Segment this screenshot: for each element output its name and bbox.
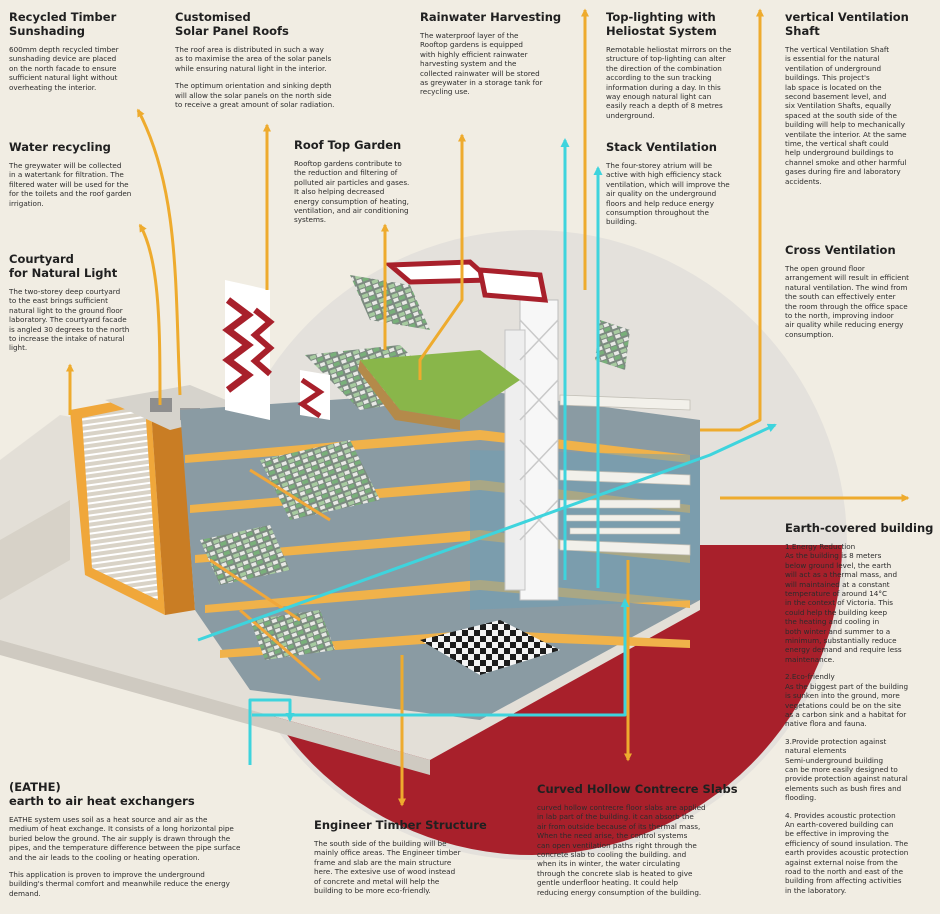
courtyard-body: The two-storey deep courtyard to the eas… bbox=[9, 287, 130, 353]
curved-slabs-block: Curved Hollow Contrecre Slabs curved hol… bbox=[537, 782, 747, 897]
solar-panel-block: Customised Solar Panel Roofs The roof ar… bbox=[175, 10, 375, 109]
water-recycling-title: Water recycling bbox=[9, 140, 111, 154]
earth-covered-p1: 1.Energy Reduction As the building is 8 … bbox=[785, 542, 902, 664]
roof-garden-title: Roof Top Garden bbox=[294, 138, 402, 152]
solar-panel-body-1: The roof area is distributed in such a w… bbox=[175, 45, 332, 73]
eathe-body-2: This application is proven to improve th… bbox=[9, 870, 230, 898]
solar-panel-title: Customised Solar Panel Roofs bbox=[175, 10, 289, 38]
building-cutaway bbox=[70, 259, 700, 720]
engineer-timber-body: The south side of the building will be m… bbox=[314, 839, 461, 896]
roof-garden-body: Rooftop gardens contribute to the reduct… bbox=[294, 159, 410, 225]
curved-slabs-body: curved hollow contrecre floor slabs are … bbox=[537, 803, 706, 897]
rainwater-block: Rainwater Harvesting The waterproof laye… bbox=[420, 10, 590, 97]
top-lighting-title: Top-lighting with Heliostat System bbox=[606, 10, 717, 38]
recycled-timber-body: 600mm depth recycled timber sunshading d… bbox=[9, 45, 119, 92]
cross-ventilation-body: The open ground floor arrangement will r… bbox=[785, 264, 909, 339]
eathe-title: (EATHE) earth to air heat exchangers bbox=[9, 780, 195, 808]
rainwater-title: Rainwater Harvesting bbox=[420, 10, 562, 24]
eathe-block: (EATHE) earth to air heat exchangers EAT… bbox=[9, 780, 279, 898]
courtyard-block: Courtyard for Natural Light The two-stor… bbox=[9, 252, 169, 353]
earth-covered-p3: 3.Provide protection against natural ele… bbox=[785, 736, 908, 803]
water-recycling-body: The greywater will be collected in a wat… bbox=[9, 161, 132, 208]
vertical-ventilation-title: vertical Ventilation Shaft bbox=[785, 10, 909, 38]
vertical-ventilation-body: The vertical Ventilation Shaft is essent… bbox=[785, 45, 907, 186]
curved-slabs-title: Curved Hollow Contrecre Slabs bbox=[537, 782, 738, 796]
arrow-vertical-shaft bbox=[700, 8, 764, 432]
recycled-timber-title: Recycled Timber Sunshading bbox=[9, 10, 117, 38]
earth-covered-title: Earth-covered building bbox=[785, 521, 934, 535]
stack-ventilation-title: Stack Ventilation bbox=[606, 140, 717, 154]
arrow-cyan-cross bbox=[197, 423, 777, 642]
roof-garden-block: Roof Top Garden Rooftop gardens contribu… bbox=[294, 138, 454, 225]
solar-panel-body-2: The optimum orientation and sinking dept… bbox=[175, 81, 335, 110]
cross-ventilation-title: Cross Ventilation bbox=[785, 243, 896, 257]
arrow-recycled-timber bbox=[136, 108, 182, 396]
arrow-water-recycling bbox=[138, 223, 162, 406]
earth-covered-p2: 2.Eco-friendly As the biggest part of th… bbox=[785, 672, 909, 729]
yellow-arrows bbox=[66, 8, 910, 807]
eathe-body-1: EATHE system uses soil as a heat source … bbox=[9, 815, 241, 862]
stack-ventilation-block: Stack Ventilation The four-storey atrium… bbox=[606, 140, 756, 227]
engineer-timber-title: Engineer Timber Structure bbox=[314, 818, 487, 832]
cyan-arrows bbox=[197, 138, 777, 765]
rainwater-body: The waterproof layer of the Rooftop gard… bbox=[420, 31, 543, 97]
stack-ventilation-body: The four-storey atrium will be active wi… bbox=[606, 161, 730, 227]
engineer-timber-block: Engineer Timber Structure The south side… bbox=[314, 818, 514, 895]
earth-covered-p4: 4. Provides acoustic protection An earth… bbox=[785, 810, 909, 895]
arrow-cyan-eathe bbox=[248, 698, 295, 765]
courtyard-title: Courtyard for Natural Light bbox=[9, 252, 118, 280]
arrow-cyan-eathe-long bbox=[252, 598, 630, 717]
cross-ventilation-block: Cross Ventilation The open ground floor … bbox=[785, 243, 935, 339]
top-lighting-block: Top-lighting with Heliostat System Remot… bbox=[606, 10, 756, 120]
vertical-ventilation-block: vertical Ventilation Shaft The vertical … bbox=[785, 10, 935, 186]
water-recycling-block: Water recycling The greywater will be co… bbox=[9, 140, 169, 208]
top-lighting-body: Remotable heliostat mirrors on the struc… bbox=[606, 45, 732, 120]
recycled-timber-block: Recycled Timber Sunshading 600mm depth r… bbox=[9, 10, 169, 92]
earth-covered-block: Earth-covered building 1.Energy Reductio… bbox=[785, 521, 935, 895]
arrow-rainwater bbox=[418, 133, 466, 380]
